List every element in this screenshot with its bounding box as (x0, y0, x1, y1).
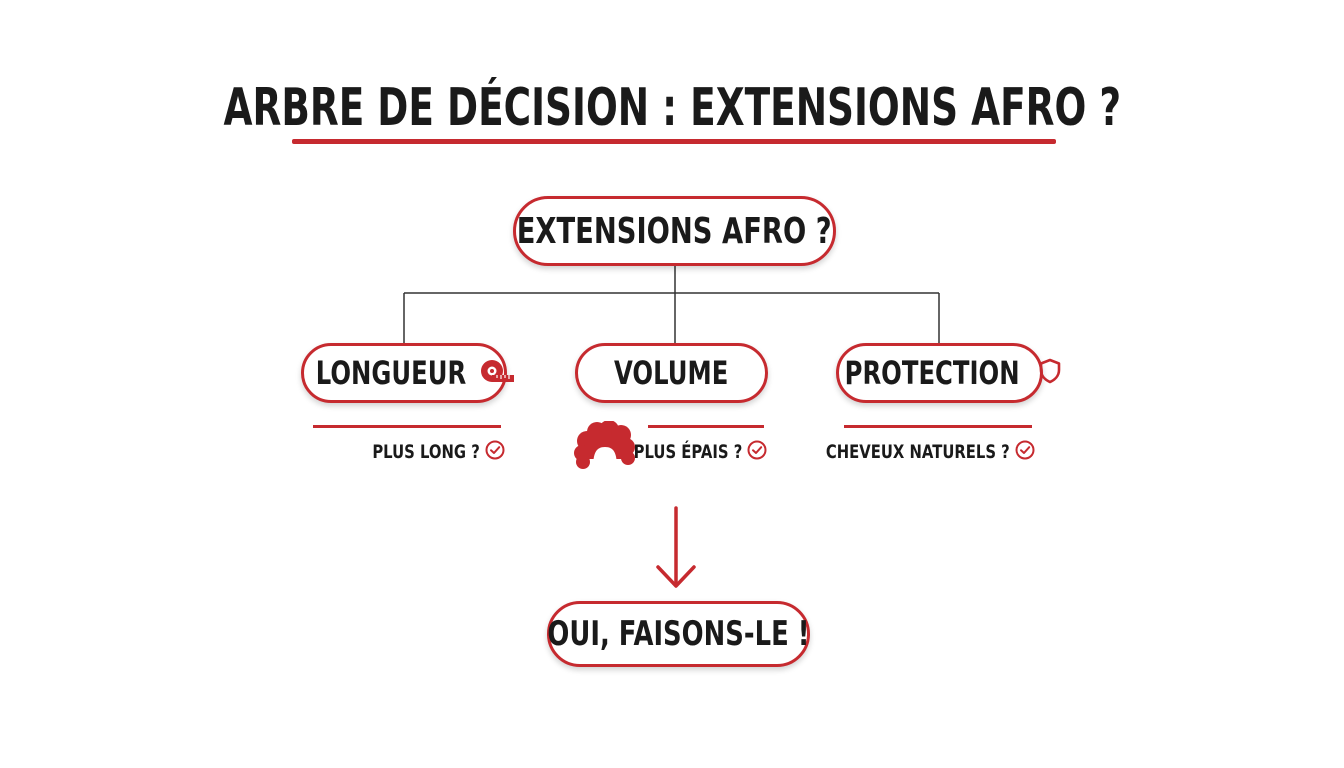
node-protection: PROTECTION (836, 343, 1060, 403)
title-underline (292, 139, 1056, 144)
root-node-label: EXTENSIONS AFRO ? (517, 210, 832, 252)
volume-question-text: PLUS ÉPAIS ? (633, 441, 742, 463)
shield-icon (1038, 358, 1062, 388)
down-arrow (656, 506, 696, 588)
check-circle-icon (746, 439, 768, 465)
longueur-divider (313, 425, 501, 428)
protection-question-text: CHEVEUX NATURELS ? (826, 441, 1010, 463)
node-volume: VOLUME (575, 343, 768, 403)
volume-divider (648, 425, 764, 428)
node-longueur-label: LONGUEUR (315, 354, 467, 392)
page-title: ARBRE DE DÉCISION : EXTENSIONS AFRO ? (223, 78, 1121, 138)
longueur-question-text: PLUS LONG ? (372, 441, 480, 463)
node-longueur: LONGUEUR (301, 343, 514, 403)
node-volume-label: VOLUME (614, 354, 729, 392)
node-protection-label: PROTECTION (845, 354, 1020, 392)
protection-question: CHEVEUX NATURELS ? (820, 440, 1036, 464)
check-circle-icon (484, 439, 506, 465)
result-node-label: OUI, FAISONS-LE ! (547, 614, 810, 654)
longueur-question: PLUS LONG ? (313, 440, 506, 464)
measuring-tape-icon (480, 358, 516, 388)
volume-question: PLUS ÉPAIS ? (628, 440, 768, 464)
afro-hair-icon (573, 420, 637, 475)
root-node: EXTENSIONS AFRO ? (513, 196, 836, 266)
protection-divider (844, 425, 1032, 428)
check-circle-icon (1014, 439, 1036, 465)
result-node: OUI, FAISONS-LE ! (547, 601, 810, 667)
